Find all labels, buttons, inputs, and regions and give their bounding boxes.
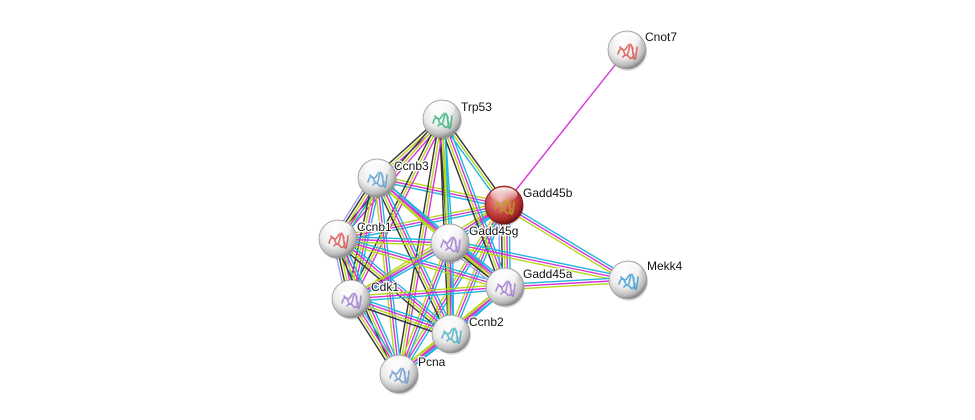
node-gloss bbox=[491, 269, 519, 284]
edge-line-lime bbox=[336, 239, 451, 336]
node-gloss bbox=[437, 316, 465, 331]
edge-line-magenta bbox=[400, 119, 446, 375]
edge-line-lime bbox=[349, 202, 504, 298]
edge-line-magenta bbox=[337, 238, 506, 288]
node-label-trp53: Trp53 bbox=[461, 100, 492, 114]
node-ccnb3[interactable] bbox=[357, 158, 397, 199]
edge-line-magenta bbox=[337, 204, 505, 240]
node-gloss bbox=[324, 221, 352, 236]
node-gloss bbox=[436, 225, 464, 240]
edge-line-magenta bbox=[503, 49, 628, 206]
node-gadd45b[interactable] bbox=[484, 185, 524, 226]
edge-line-cyan bbox=[338, 235, 506, 286]
edge-line-magenta bbox=[503, 204, 629, 281]
node-label-ccnb2: Ccnb2 bbox=[469, 315, 504, 329]
edge-line-magenta bbox=[449, 242, 629, 281]
edge-line-lime bbox=[440, 119, 505, 288]
edge-gadd45g-pcna[interactable] bbox=[395, 241, 454, 376]
edge-line-lime bbox=[350, 283, 505, 298]
node-mekk4[interactable] bbox=[608, 260, 648, 301]
edge-line-cyan bbox=[444, 117, 510, 286]
node-ccnb2[interactable] bbox=[431, 314, 471, 355]
node-label-gadd45g: Gadd45g bbox=[469, 224, 518, 238]
edge-line-magenta bbox=[376, 177, 505, 206]
edge-line-cyan bbox=[376, 179, 504, 209]
node-gloss bbox=[613, 32, 641, 47]
node-cnot7[interactable] bbox=[607, 30, 647, 71]
edge-line-cyan bbox=[340, 235, 454, 332]
edge-line-lime bbox=[375, 178, 451, 335]
node-gloss bbox=[385, 356, 413, 371]
node-gloss bbox=[614, 262, 642, 277]
node-label-ccnb3: Ccnb3 bbox=[394, 159, 429, 173]
edge-line-cyan bbox=[379, 176, 456, 333]
edge-line-magenta bbox=[338, 238, 401, 374]
node-trp53[interactable] bbox=[422, 99, 462, 140]
node-gadd45g[interactable] bbox=[430, 223, 470, 264]
edge-gadd45b-ccnb3[interactable] bbox=[376, 174, 505, 209]
edge-line-magenta bbox=[398, 242, 451, 375]
edge-line-lime bbox=[449, 244, 628, 284]
edge-line-lime bbox=[505, 281, 629, 291]
edge-line-magenta bbox=[351, 178, 379, 300]
node-label-ccnb1: Ccnb1 bbox=[357, 220, 392, 234]
node-gadd45a[interactable] bbox=[485, 267, 525, 308]
edge-line-cyan bbox=[504, 276, 628, 286]
edge-line-black bbox=[335, 241, 449, 338]
edge-line-cyan bbox=[378, 177, 403, 374]
node-gloss bbox=[363, 160, 391, 175]
node-gloss bbox=[428, 101, 456, 116]
edge-line-cyan bbox=[504, 202, 630, 279]
edge-line-lime bbox=[502, 206, 628, 283]
edge-line-cyan bbox=[400, 243, 454, 376]
edge-line-cyan bbox=[351, 288, 506, 303]
edge-ccnb1-gadd45a[interactable] bbox=[337, 235, 506, 291]
edge-line-lime bbox=[337, 240, 505, 291]
node-gloss bbox=[337, 281, 365, 296]
edge-line-lime bbox=[447, 203, 503, 334]
edge-gadd45b-cnot7[interactable] bbox=[503, 49, 628, 206]
edge-line-lime bbox=[395, 241, 449, 374]
edge-gadd45g-mekk4[interactable] bbox=[449, 239, 629, 284]
node-label-gadd45a: Gadd45a bbox=[523, 267, 573, 281]
node-label-cdk1: Cdk1 bbox=[371, 280, 399, 294]
edge-trp53-gadd45a[interactable] bbox=[437, 117, 510, 289]
edge-ccnb3-ccnb2[interactable] bbox=[372, 176, 456, 336]
node-ccnb1[interactable] bbox=[318, 219, 358, 260]
edge-line-magenta bbox=[504, 279, 629, 288]
edge-line-magenta bbox=[338, 237, 453, 334]
node-label-gadd45b: Gadd45b bbox=[523, 186, 573, 200]
edge-line-magenta bbox=[377, 177, 453, 334]
edge-line-magenta bbox=[442, 118, 507, 287]
edge-line-lime bbox=[398, 118, 443, 375]
edge-trp53-pcna[interactable] bbox=[395, 118, 446, 375]
edge-line-lime bbox=[377, 174, 505, 204]
edge-line-black bbox=[437, 120, 503, 289]
node-label-cnot7: Cnot7 bbox=[645, 30, 677, 44]
node-label-pcna: Pcna bbox=[418, 355, 446, 369]
node-label-mekk4: Mekk4 bbox=[647, 259, 683, 273]
edge-ccnb1-ccnb2[interactable] bbox=[335, 235, 454, 338]
edge-line-cyan bbox=[450, 239, 629, 279]
edge-line-magenta bbox=[450, 204, 505, 335]
edge-gadd45a-cdk1[interactable] bbox=[350, 283, 506, 303]
node-cdk1[interactable] bbox=[331, 279, 371, 320]
node-pcna[interactable] bbox=[379, 354, 419, 395]
edge-gadd45a-mekk4[interactable] bbox=[504, 276, 629, 291]
edge-line-magenta bbox=[350, 286, 506, 300]
edge-line-black bbox=[395, 118, 441, 374]
node-gloss bbox=[490, 187, 518, 202]
edge-line-black bbox=[348, 117, 441, 299]
edge-gadd45b-mekk4[interactable] bbox=[502, 202, 630, 283]
